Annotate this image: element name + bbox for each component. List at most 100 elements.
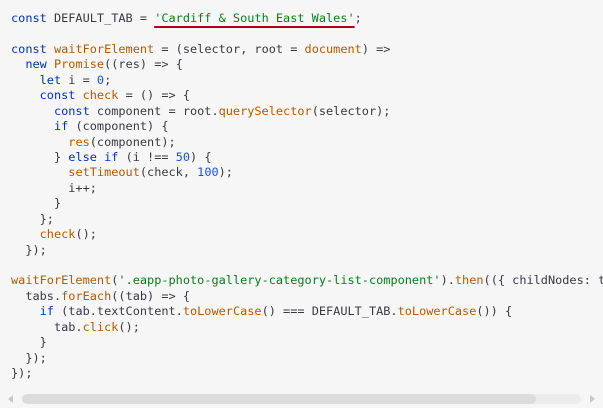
code-token: component = root. (89, 103, 219, 118)
code-token (11, 119, 54, 133)
code-token: ) => (361, 41, 391, 56)
code-token (11, 227, 40, 241)
scroll-track[interactable] (22, 394, 581, 404)
code-token: () === DEFAULT_TAB. (261, 304, 398, 319)
code-line: if (tab.textContent.toLowerCase() === DE… (11, 304, 603, 319)
code-token: ()) { (476, 304, 513, 319)
code-content: const DEFAULT_TAB = 'Cardiff & South Eas… (11, 11, 603, 382)
code-token: const (11, 11, 47, 25)
code-token: }); (11, 350, 47, 365)
code-token: = (selector, root = (154, 41, 305, 56)
code-token: 50 (175, 149, 191, 164)
code-token (11, 88, 40, 102)
code-token: if (39, 304, 54, 319)
code-token: = () => { (118, 88, 190, 103)
code-token: ( (111, 273, 119, 288)
code-token: toLowerCase (182, 304, 262, 319)
code-token: setTimeout (68, 165, 140, 180)
code-token (47, 42, 54, 56)
code-token: } (11, 196, 62, 211)
code-line: ​ (11, 258, 603, 273)
code-token: (component) { (68, 119, 169, 134)
code-line: const check = () => { (11, 88, 603, 103)
code-token: (selector); (311, 103, 391, 118)
code-line: }); (11, 243, 603, 258)
code-token: }); (11, 242, 47, 257)
spelling-error-token: 'Cardiff & South East Wales' (154, 11, 355, 25)
code-token: querySelector (218, 103, 312, 118)
code-token: document (304, 41, 362, 56)
code-line: res(component); (11, 135, 603, 150)
code-line: let i = 0; (11, 73, 603, 88)
code-token: toLowerCase (397, 304, 477, 319)
code-token: ) { (190, 149, 212, 164)
code-token: DEFAULT_TAB = (46, 11, 155, 25)
chevron-left-icon[interactable] (6, 394, 16, 404)
code-token: (i !== (118, 149, 176, 164)
code-token (11, 73, 40, 87)
code-token: waitForElement (11, 273, 112, 288)
code-token: ; (104, 72, 112, 87)
code-token: tab. (11, 319, 83, 334)
code-token: (({ childNodes: tabs (483, 273, 603, 288)
code-token: (component); (89, 134, 176, 149)
code-token: (); (118, 319, 140, 334)
code-token: } (11, 149, 69, 164)
code-token: tabs. (11, 288, 62, 303)
code-token: (tab.textContent. (53, 304, 183, 319)
code-token: ). (440, 273, 455, 288)
code-line: waitForElement('.eapp-photo-gallery-cate… (11, 273, 603, 288)
code-token (11, 135, 68, 149)
code-line: check(); (11, 227, 603, 242)
code-token: let (39, 72, 62, 87)
code-token: (check, (139, 165, 198, 180)
code-token: }); (11, 366, 33, 381)
code-line: if (component) { (11, 119, 603, 134)
code-line: const component = root.querySelector(sel… (11, 104, 603, 119)
scroll-thumb[interactable] (22, 394, 537, 404)
code-token: check (82, 88, 119, 103)
code-token: 100 (197, 165, 219, 180)
code-token: new (25, 57, 47, 72)
code-token: res (68, 134, 90, 149)
code-token: 0 (96, 72, 105, 87)
code-token: then (454, 273, 484, 288)
code-token: }; (11, 211, 54, 226)
code-token: const (39, 88, 76, 103)
code-token: ((res) => { (104, 57, 183, 72)
code-token: ); (218, 165, 233, 180)
code-line: } (11, 196, 603, 211)
code-line: tab.click(); (11, 320, 603, 335)
code-token: } (11, 335, 47, 350)
code-token: Promise (53, 57, 105, 72)
chevron-right-icon[interactable] (587, 394, 597, 404)
code-line: }); (11, 351, 603, 366)
code-line: const waitForElement = (selector, root =… (11, 42, 603, 57)
code-token: '.eapp-photo-gallery-category-list-compo… (118, 273, 441, 288)
code-line: } else if (i !== 50) { (11, 150, 603, 165)
code-scroll-area[interactable]: const DEFAULT_TAB = 'Cardiff & South Eas… (11, 11, 603, 387)
code-line: setTimeout(check, 100); (11, 165, 603, 180)
code-token: if (53, 119, 69, 134)
code-token: waitForElement (53, 41, 155, 56)
code-line: ​ (11, 26, 603, 41)
code-token (47, 57, 54, 71)
code-token: check (39, 227, 76, 242)
code-token (75, 88, 82, 102)
code-token: i = (61, 72, 97, 87)
code-token: if (104, 149, 119, 164)
code-token (11, 57, 25, 71)
code-line: new Promise((res) => { (11, 57, 603, 72)
code-token: ; (354, 11, 362, 25)
horizontal-scrollbar[interactable] (0, 390, 603, 408)
code-line: const DEFAULT_TAB = 'Cardiff & South Eas… (11, 11, 603, 26)
code-token (11, 165, 68, 179)
code-token (11, 104, 54, 118)
code-line: } (11, 335, 603, 350)
code-token: i++; (11, 180, 97, 195)
code-token (11, 304, 40, 318)
code-token: forEach (61, 288, 112, 303)
code-line: }); (11, 366, 603, 381)
code-token: const (11, 41, 47, 56)
